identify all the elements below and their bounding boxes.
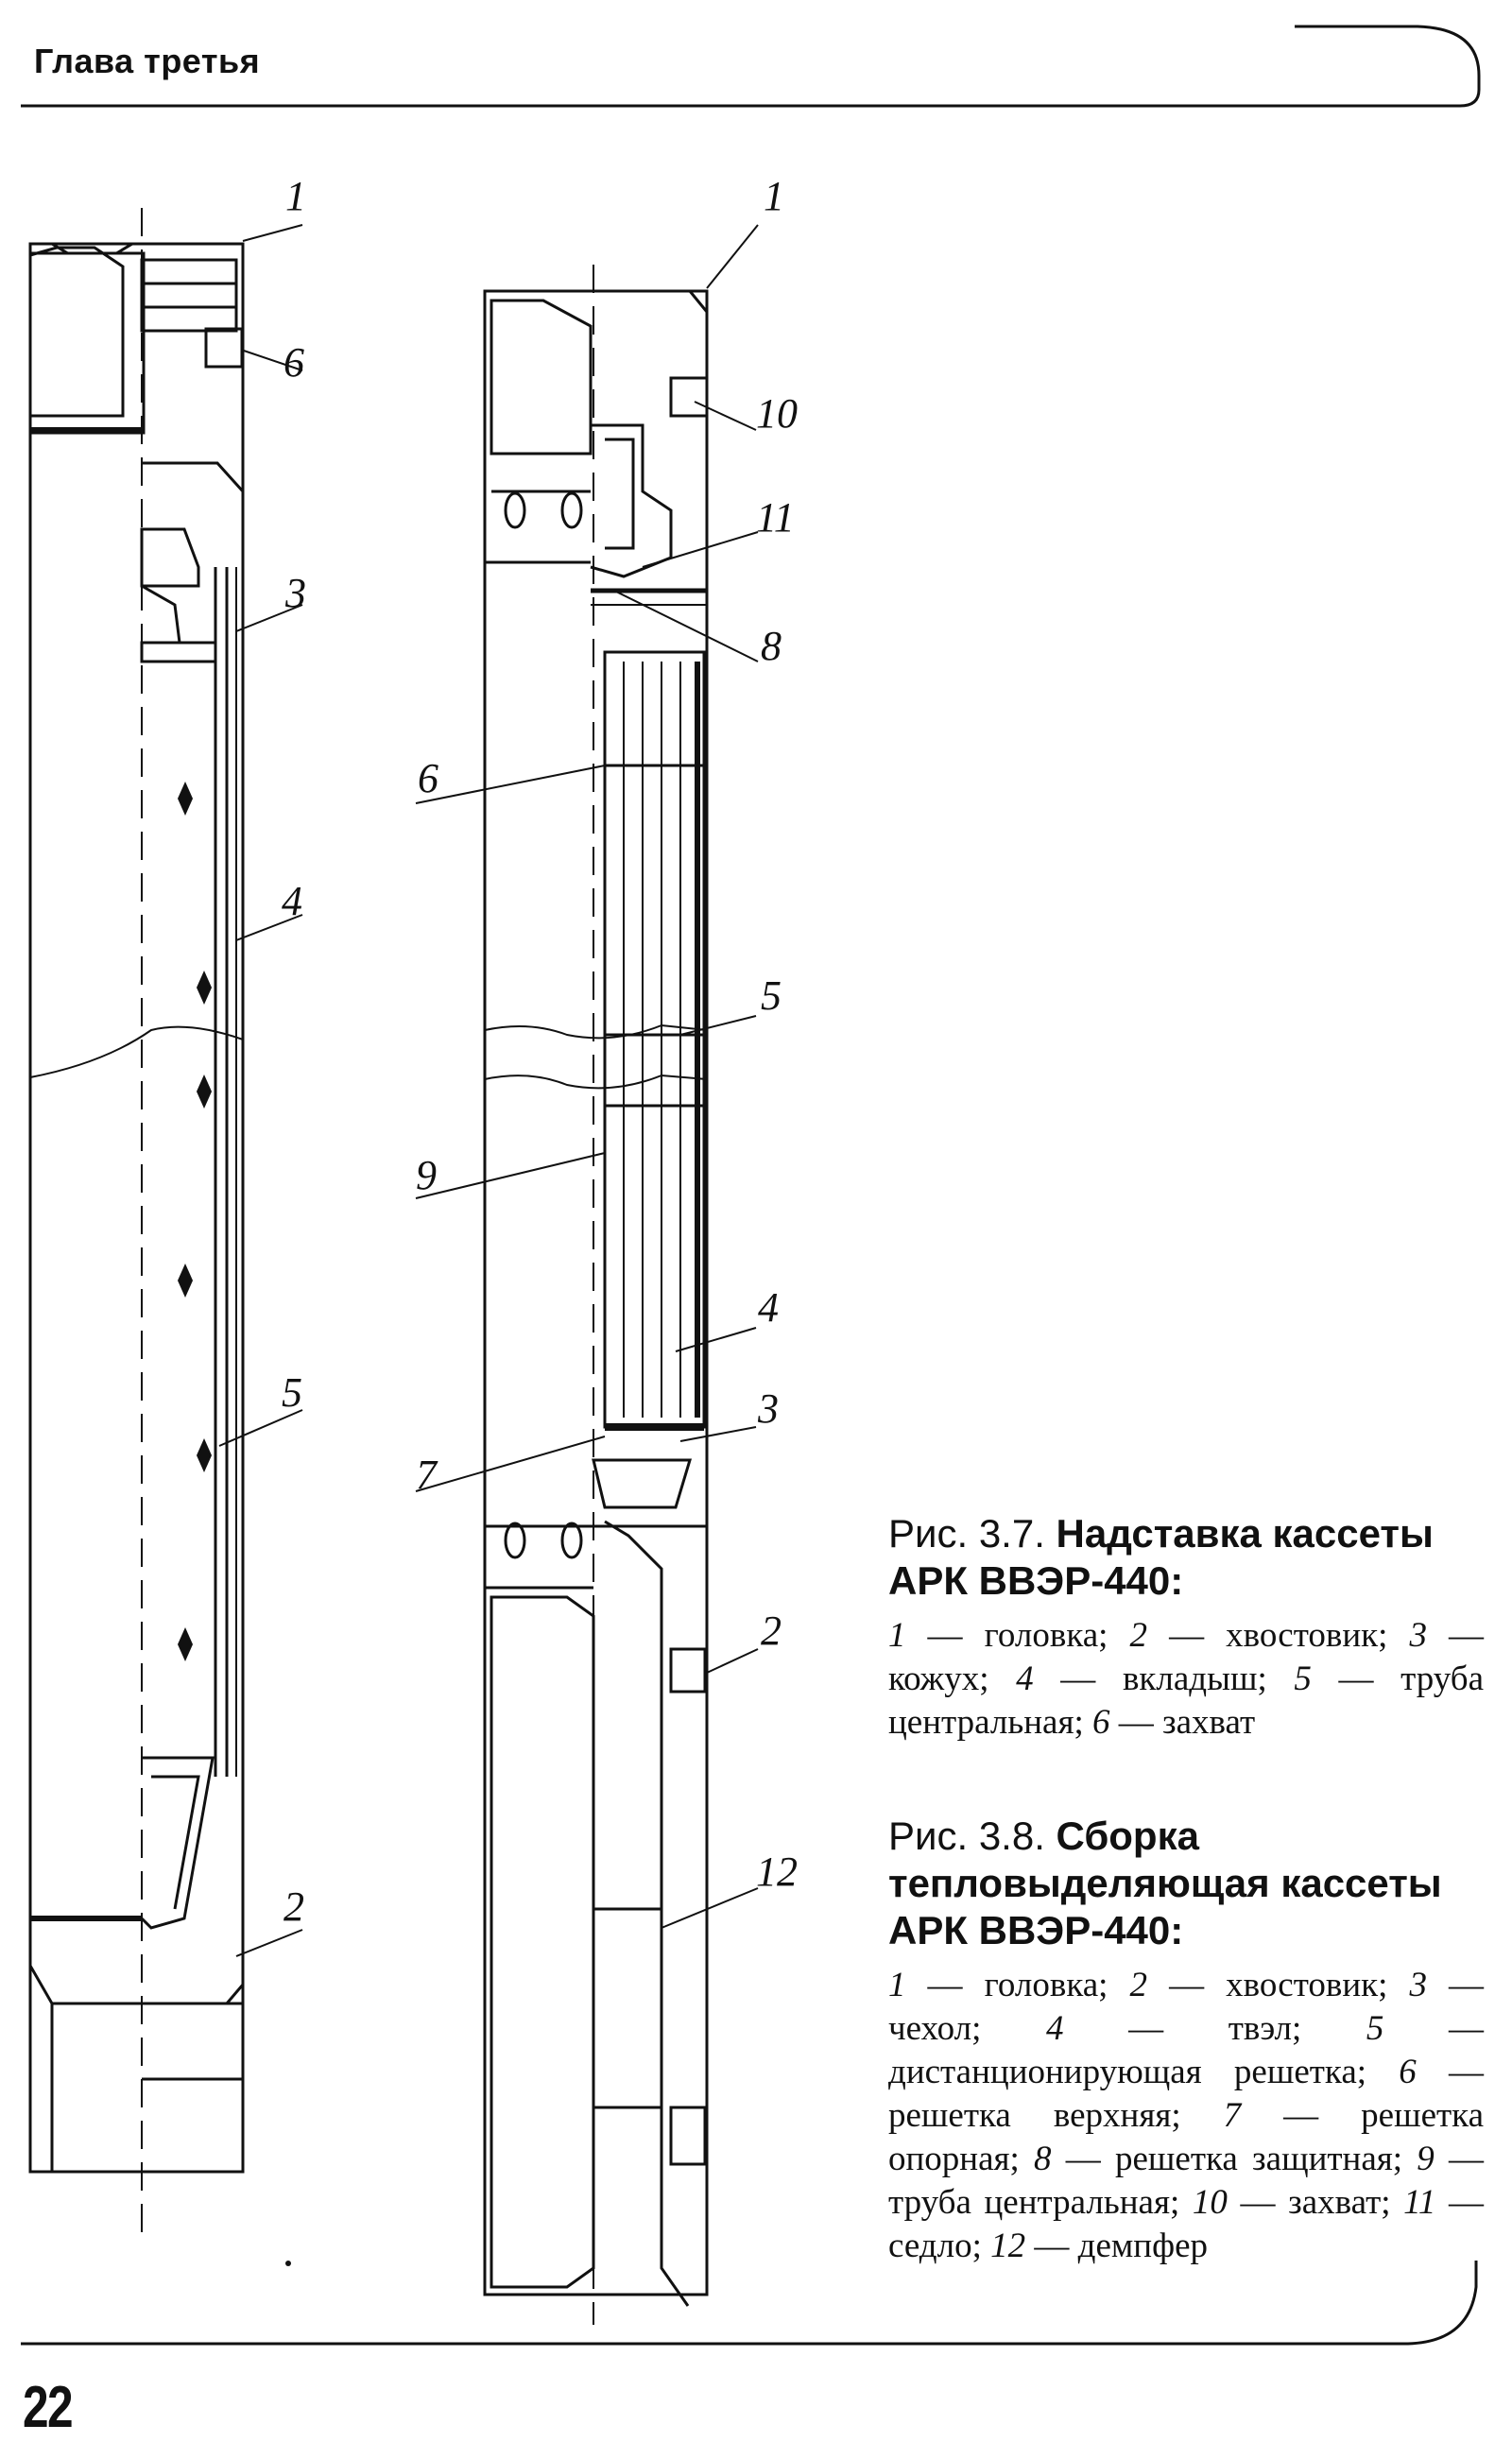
legend-text: хвостовик; bbox=[1226, 1616, 1388, 1655]
legend-num: 11 bbox=[1403, 2183, 1436, 2222]
legend-num: 4 bbox=[1016, 1659, 1034, 1698]
fig38-label-11: 11 bbox=[756, 494, 795, 541]
caption-prefix: Рис. 3.7. bbox=[888, 1511, 1045, 1556]
figure-3-8-drawing bbox=[415, 224, 759, 2325]
legend-text: труба центральная; bbox=[888, 1659, 1485, 1742]
legend-num: 5 bbox=[1366, 2009, 1384, 2048]
figure-3-8-caption: Рис. 3.8. Сборка тепловыделяющая кассеты… bbox=[888, 1813, 1484, 2268]
legend-text: головка; bbox=[984, 1966, 1108, 2004]
fig38-label-8: 8 bbox=[761, 623, 782, 669]
figure-3-7-caption: Рис. 3.7. Надставка кассеты АРК ВВЭР-440… bbox=[888, 1510, 1484, 1745]
legend-text: решетка защитная; bbox=[1114, 2140, 1403, 2178]
legend-num: 6 bbox=[1092, 1703, 1110, 1742]
legend-text: захват; bbox=[1288, 2183, 1391, 2222]
legend-text: решетка опорная; bbox=[888, 2096, 1485, 2178]
legend-num: 12 bbox=[990, 2227, 1026, 2265]
legend-num: 5 bbox=[1294, 1659, 1312, 1698]
fig38-label-9: 9 bbox=[416, 1152, 437, 1198]
legend-text: решетка верхняя; bbox=[888, 2096, 1181, 2135]
legend-num: 9 bbox=[1417, 2140, 1435, 2178]
fig38-label-5: 5 bbox=[761, 972, 782, 1019]
legend-num: 4 bbox=[1046, 2009, 1064, 2048]
caption-title: Рис. 3.8. Сборка тепловыделяющая кассеты… bbox=[888, 1813, 1484, 1954]
fig38-label-2: 2 bbox=[761, 1608, 782, 1654]
legend-num: 3 bbox=[1409, 1616, 1427, 1655]
fig38-label-1: 1 bbox=[764, 173, 784, 219]
legend-num: 8 bbox=[1034, 2140, 1052, 2178]
fig37-label-2: 2 bbox=[284, 1883, 304, 1930]
legend-text: кожух; bbox=[888, 1659, 989, 1698]
fig37-label-1: 1 bbox=[285, 173, 306, 219]
legend-text: чехол; bbox=[888, 2009, 982, 2048]
legend-text: вкладыш; bbox=[1122, 1659, 1267, 1698]
caption-legend: 1 — головка; 2 — хвостовик; 3 — чехол; 4… bbox=[888, 1966, 1485, 2265]
caption-legend: 1 — головка; 2 — хвостовик; 3 — кожух; 4… bbox=[888, 1616, 1485, 1742]
legend-num: 7 bbox=[1223, 2096, 1242, 2135]
fig37-label-4: 4 bbox=[282, 878, 302, 924]
caption-heading: Надставка кассеты АРК ВВЭР-440: bbox=[888, 1511, 1434, 1603]
legend-num: 3 bbox=[1409, 1966, 1427, 2004]
legend-text: захват bbox=[1162, 1703, 1256, 1742]
fig38-label-10: 10 bbox=[756, 390, 798, 437]
legend-num: 10 bbox=[1192, 2183, 1228, 2222]
page-number: 22 bbox=[23, 2375, 74, 2440]
caption-heading: Сборка тепловыделяющая кассеты АРК ВВЭР-… bbox=[888, 1814, 1442, 1952]
fig38-label-6: 6 bbox=[418, 755, 438, 801]
fig37-label-6: 6 bbox=[284, 339, 304, 386]
legend-num: 2 bbox=[1129, 1616, 1148, 1655]
chapter-title: Глава третья bbox=[34, 42, 261, 80]
legend-text: хвостовик; bbox=[1226, 1966, 1388, 2004]
fig38-label-12: 12 bbox=[756, 1849, 798, 1895]
legend-text: труба центральная; bbox=[888, 2183, 1180, 2222]
legend-num: 6 bbox=[1399, 2053, 1417, 2091]
legend-text: головка; bbox=[984, 1616, 1108, 1655]
fig37-label-3: 3 bbox=[284, 570, 306, 616]
legend-num: 1 bbox=[888, 1616, 906, 1655]
legend-text: твэл; bbox=[1228, 2009, 1302, 2048]
caption-prefix: Рис. 3.8. bbox=[888, 1814, 1045, 1858]
fig38-label-3: 3 bbox=[757, 1385, 779, 1432]
legend-text: демпфер bbox=[1077, 2227, 1208, 2265]
legend-text: седло; bbox=[888, 2227, 982, 2265]
fig38-label-7: 7 bbox=[416, 1452, 438, 1498]
legend-num: 1 bbox=[888, 1966, 906, 2004]
fig38-label-4: 4 bbox=[758, 1284, 779, 1331]
legend-text: дистанционирующая решетка; bbox=[888, 2053, 1367, 2091]
figure-3-7-drawing bbox=[28, 208, 303, 2240]
caption-title: Рис. 3.7. Надставка кассеты АРК ВВЭР-440… bbox=[888, 1510, 1484, 1605]
fig37-label-5: 5 bbox=[282, 1369, 302, 1416]
legend-num: 2 bbox=[1129, 1966, 1148, 2004]
